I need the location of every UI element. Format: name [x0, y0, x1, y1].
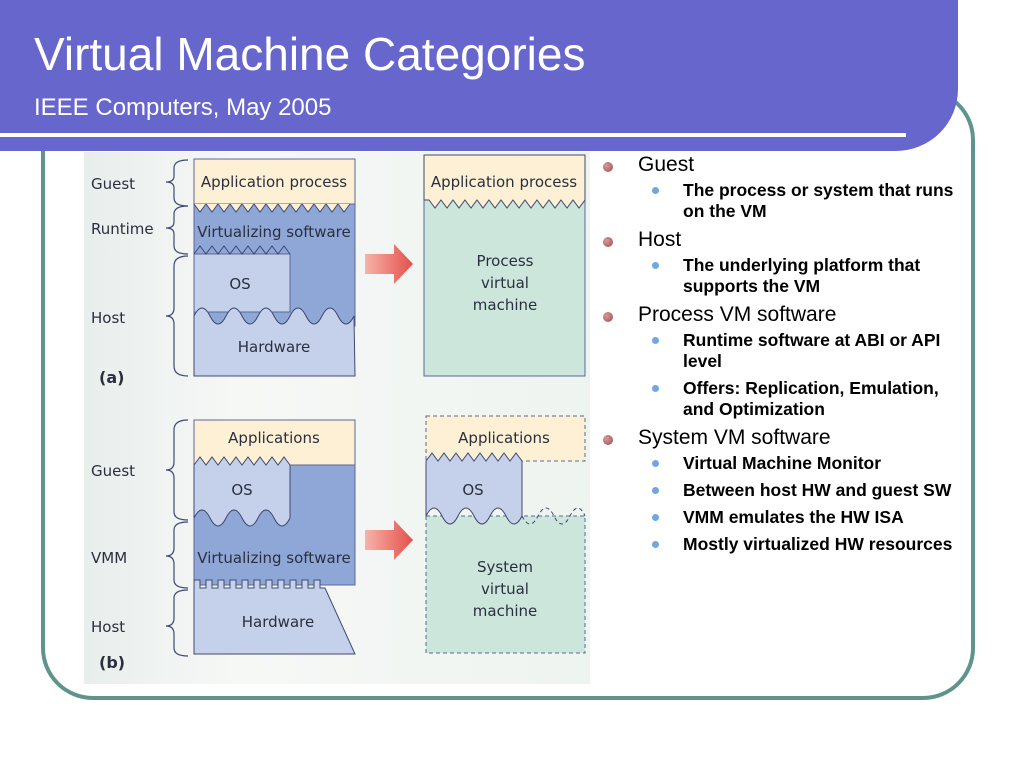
- figure-a: [165, 159, 189, 377]
- bullet-list: Guest The process or system that runs on…: [600, 153, 970, 561]
- label-host-a: Host: [91, 309, 125, 327]
- system-vm-block: [425, 515, 586, 654]
- app-process-block-a: [193, 158, 356, 205]
- app-process-label-a: Application process: [201, 173, 347, 191]
- hardware-label-b: Hardware: [242, 613, 314, 631]
- system-vm-label-2: virtual: [481, 580, 529, 598]
- app-process-block-a-right: [423, 154, 586, 209]
- sub-bullet: Offers: Replication, Emulation, and Opti…: [638, 378, 970, 420]
- brace-guest-a: [165, 159, 189, 207]
- system-vm-label-1: System: [477, 558, 533, 576]
- bullet-host-label: Host: [638, 228, 682, 251]
- os-block-b: [193, 456, 291, 527]
- brace-vmm-b: [165, 521, 189, 589]
- os-label-b: OS: [231, 481, 252, 499]
- brace-guest-b: [165, 419, 189, 521]
- app-process-label-a-right: Application process: [431, 173, 577, 191]
- bullet-guest: Guest The process or system that runs on…: [600, 153, 970, 222]
- hardware-block-a: [193, 307, 356, 377]
- title-bar: [0, 0, 958, 151]
- zigzag-a-left: [193, 203, 351, 213]
- brace-host-b: [165, 589, 189, 657]
- process-vm-label-2: virtual: [481, 274, 529, 292]
- bullet-process-vm-label: Process VM software: [638, 303, 837, 326]
- bullet-guest-label: Guest: [638, 153, 695, 176]
- label-host-b: Host: [91, 618, 125, 636]
- title-underline: [0, 133, 906, 137]
- bullet-process-vm: Process VM software Runtime software at …: [600, 303, 970, 420]
- arrow-a: [365, 244, 413, 284]
- process-vm-label-3: machine: [473, 296, 537, 314]
- sub-bullet: The process or system that runs on the V…: [638, 180, 970, 222]
- slide-title: Virtual Machine Categories: [34, 28, 586, 80]
- system-vm-label-3: machine: [473, 602, 537, 620]
- brace-host-a: [165, 255, 189, 377]
- figure-b-label: (b): [99, 653, 125, 672]
- applications-block-b: [193, 419, 356, 466]
- figure-a-label: (a): [99, 368, 124, 387]
- label-guest-a: Guest: [91, 175, 135, 193]
- sub-bullet: Between host HW and guest SW: [638, 480, 970, 501]
- label-runtime-a: Runtime: [91, 220, 154, 238]
- arrow-b: [365, 520, 413, 560]
- applications-label-b-right: Applications: [458, 429, 550, 447]
- os-block-b-right: [425, 452, 523, 525]
- bullet-system-vm: System VM software Virtual Machine Monit…: [600, 426, 970, 555]
- sub-bullet: Runtime software at ABI or API level: [638, 330, 970, 372]
- applications-block-b-right: [425, 415, 586, 462]
- sub-bullet: Mostly virtualized HW resources: [638, 534, 970, 555]
- vm-categories-figure: Guest Runtime Host Guest VMM Host (a) (b…: [84, 152, 590, 684]
- brace-runtime-a: [165, 205, 189, 255]
- process-vm-label-1: Process: [477, 252, 534, 270]
- bullet-system-vm-label: System VM software: [638, 426, 831, 449]
- slide-subtitle: IEEE Computers, May 2005: [34, 94, 332, 121]
- label-guest-b: Guest: [91, 462, 135, 480]
- hardware-block-b: [193, 579, 356, 655]
- sub-bullet: The underlying platform that supports th…: [638, 255, 970, 297]
- applications-label-b: Applications: [228, 429, 320, 447]
- os-zigzag-a: [193, 245, 291, 255]
- virtualizing-label-b: Virtualizing software: [197, 549, 350, 567]
- system-vm-wave: [521, 507, 586, 525]
- hardware-label-a: Hardware: [238, 338, 310, 356]
- os-label-a: OS: [229, 275, 250, 293]
- label-vmm-b: VMM: [91, 549, 127, 567]
- os-label-b-right: OS: [462, 481, 483, 499]
- figure-b: [165, 419, 189, 657]
- sub-bullet: Virtual Machine Monitor: [638, 453, 970, 474]
- sub-bullet: VMM emulates the HW ISA: [638, 507, 970, 528]
- virtualizing-label-a: Virtualizing software: [197, 223, 350, 241]
- bullet-host: Host The underlying platform that suppor…: [600, 228, 970, 297]
